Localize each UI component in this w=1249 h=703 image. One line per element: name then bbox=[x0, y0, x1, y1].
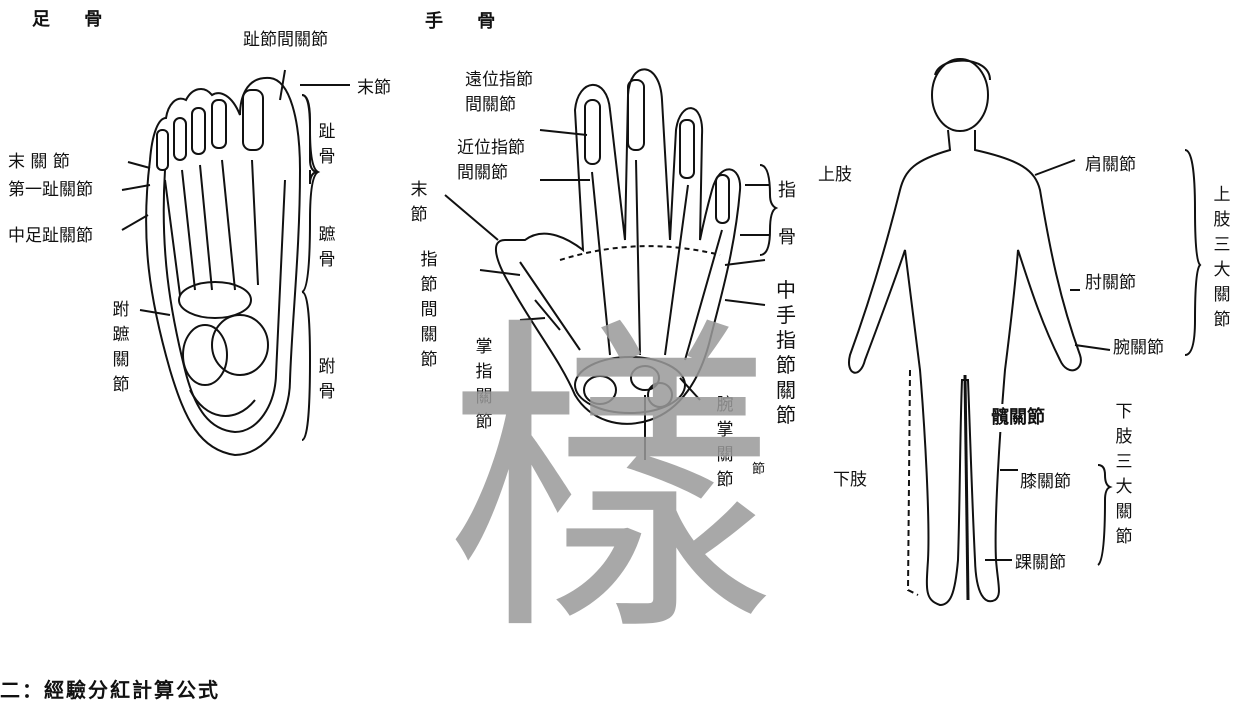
label-finger-bone-1: 指 bbox=[778, 180, 796, 201]
label-foot-end-segment: 末節 bbox=[357, 78, 391, 98]
label-tarsal: 跗骨 bbox=[318, 357, 336, 402]
label-stray-char: 節 bbox=[752, 462, 766, 477]
label-finger-ip-joint: 指節間關節 bbox=[420, 250, 438, 370]
label-knee-joint: 膝關節 bbox=[1020, 472, 1071, 492]
foot-section-title: 足 骨 bbox=[32, 9, 117, 30]
label-mid-toe-joint: 中足趾關節 bbox=[8, 226, 93, 246]
label-toe-bones: 趾骨 bbox=[318, 122, 336, 167]
label-metatarsal: 蹠骨 bbox=[318, 225, 336, 270]
label-finger-bone-2: 骨 bbox=[778, 227, 796, 248]
label-distal-ip-joint-2: 間關節 bbox=[465, 95, 516, 115]
label-metacarpo-phalangeal-joint: 掌指關節 bbox=[475, 337, 493, 432]
label-elbow-joint: 肘關節 bbox=[1085, 273, 1136, 293]
label-proximal-ip-joint: 近位指節 bbox=[457, 138, 525, 158]
label-hand-end-segment: 末節 bbox=[410, 180, 428, 225]
label-foot-end-joint: 末 關 節 bbox=[8, 152, 70, 172]
label-first-toe-joint: 第一趾關節 bbox=[8, 180, 93, 200]
label-upper-limb: 上肢 bbox=[818, 165, 852, 185]
hand-skeleton-drawing bbox=[494, 68, 742, 425]
label-wrist-joint: 腕關節 bbox=[1113, 338, 1164, 358]
label-tarso-metatarsal-joint: 跗蹠關節 bbox=[112, 300, 130, 395]
label-shoulder-joint: 肩關節 bbox=[1085, 155, 1136, 175]
label-distal-ip-joint: 遠位指節 bbox=[465, 70, 533, 90]
label-ankle-joint: 踝關節 bbox=[1015, 553, 1066, 573]
label-lower-limb-three-joints: 下肢三大關節 bbox=[1115, 402, 1133, 547]
foot-skeleton-drawing bbox=[145, 76, 302, 457]
human-body-outline bbox=[848, 58, 1082, 607]
label-upper-limb-three-joints: 上肢三大關節 bbox=[1213, 185, 1231, 330]
label-lower-limb: 下肢 bbox=[833, 470, 867, 490]
hand-section-title: 手 骨 bbox=[425, 11, 510, 32]
label-proximal-ip-joint-2: 間關節 bbox=[457, 163, 508, 183]
label-hip-joint: 髖關節 bbox=[985, 404, 1051, 432]
label-wrist-carpal-joint: 腕掌關節 bbox=[716, 395, 734, 490]
label-toe-interphalangeal-joint: 趾節間關節 bbox=[243, 30, 328, 50]
section-heading: 二：經驗分紅計算公式 bbox=[0, 678, 220, 702]
label-metacarpal-joint: 中手指節關節 bbox=[776, 278, 796, 427]
